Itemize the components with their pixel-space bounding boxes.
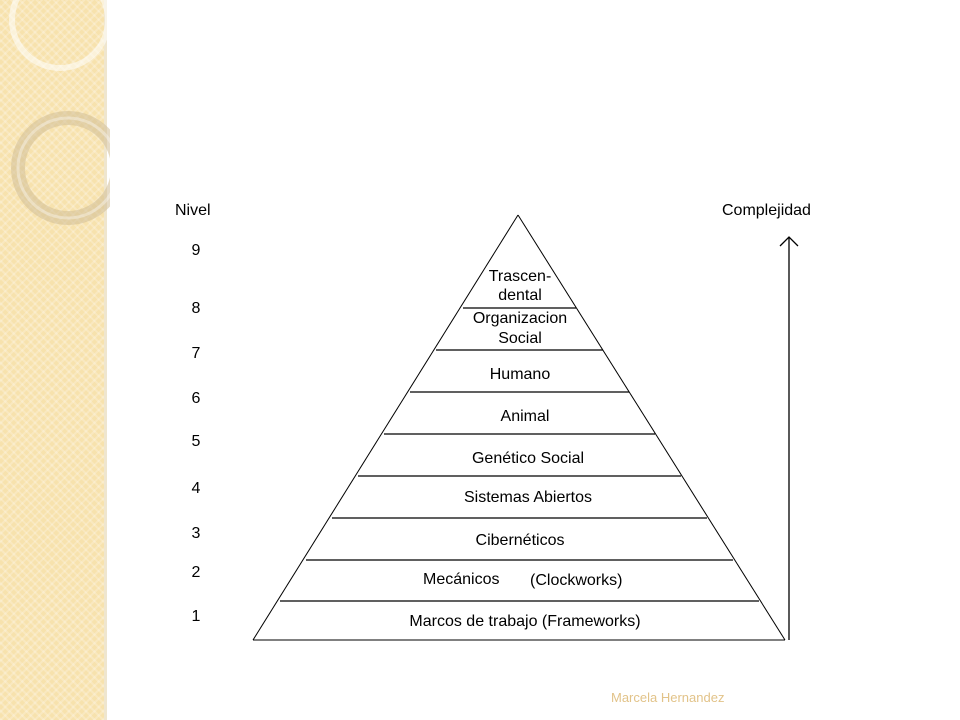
tier-5-label: Genético Social <box>471 450 585 467</box>
footer-author: Marcela Hernandez <box>611 690 725 705</box>
tier-9-label-line1: Trascen- <box>488 268 552 285</box>
ring-top <box>9 0 110 71</box>
tier-9-label-line2: dental <box>498 287 542 304</box>
level-number-8: 8 <box>191 300 201 317</box>
tier-7-label: Humano <box>489 366 551 383</box>
level-number-2: 2 <box>191 564 201 581</box>
level-number-9: 9 <box>191 242 201 259</box>
tier-8-label-line2: Social <box>498 330 542 347</box>
pyramid-left-edge <box>252 214 519 641</box>
tier-1-label: Marcos de trabajo (Frameworks) <box>409 613 641 630</box>
tier-8-label-line1: Organizacion <box>472 310 568 327</box>
level-number-3: 3 <box>191 525 201 542</box>
complexity-arrow-head <box>779 236 799 247</box>
level-number-5: 5 <box>191 433 201 450</box>
tier-2-label-english: (Clockworks) <box>530 572 623 589</box>
level-number-1: 1 <box>191 608 201 625</box>
complejidad-header: Complejidad <box>722 202 811 219</box>
level-number-4: 4 <box>191 480 201 497</box>
nivel-header: Nivel <box>175 202 211 219</box>
pyramid-right-edge <box>517 214 786 641</box>
level-number-7: 7 <box>191 345 201 362</box>
tier-3-label: Cibernéticos <box>475 532 565 549</box>
level-number-6: 6 <box>191 390 201 407</box>
tier-4-label: Sistemas Abiertos <box>463 489 593 506</box>
side-panel-edge <box>104 0 107 720</box>
ring-middle <box>11 111 110 225</box>
tier-6-label: Animal <box>500 408 550 425</box>
ring-middle-highlight <box>16 116 110 220</box>
tier-2-label: Mecánicos <box>423 571 500 588</box>
decorative-rings <box>9 0 110 225</box>
